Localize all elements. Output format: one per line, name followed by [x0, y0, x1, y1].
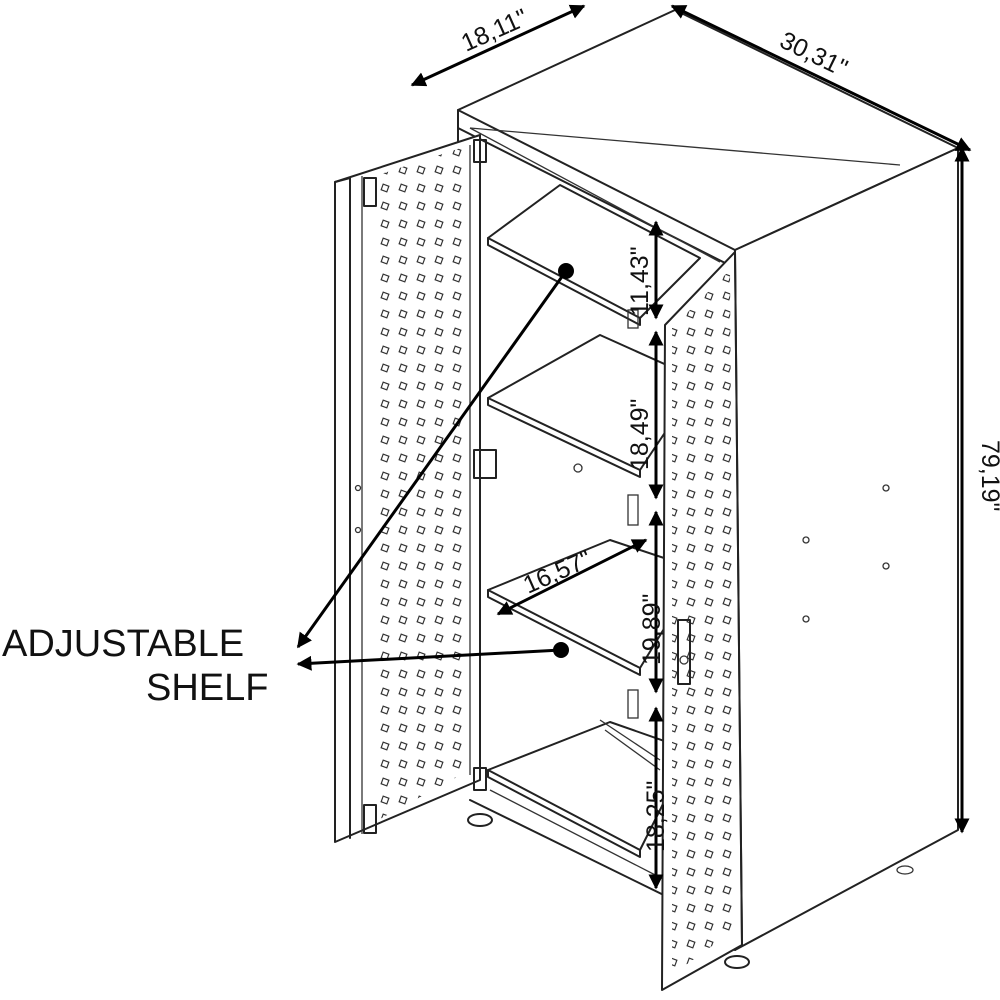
- hinge-icon: [473, 139, 487, 163]
- width-dimension-line: [670, 4, 972, 152]
- leader-lower: [296, 648, 562, 671]
- height-label: 79,19": [976, 440, 1000, 511]
- hinge-icon: [473, 767, 487, 791]
- right-door: [661, 251, 743, 991]
- shelf-depth-dimension-line: [496, 538, 648, 616]
- leader-upper: [296, 270, 568, 649]
- hinge-icon: [363, 804, 377, 834]
- leveling-foot-icon: [724, 955, 750, 969]
- left-door: [334, 134, 497, 843]
- callout-leaders: [296, 263, 574, 671]
- dimension-lines: [410, 4, 972, 890]
- callout: ADJUSTABLE SHELF: [2, 623, 268, 709]
- cabinet-right-side: [734, 147, 959, 951]
- callout-line-1: ADJUSTABLE: [2, 623, 244, 665]
- third-gap-label: 19,89": [638, 594, 666, 665]
- hinge-icon: [473, 449, 497, 479]
- leveling-foot-icon: [467, 813, 493, 827]
- second-gap-label: 18,49": [626, 399, 654, 470]
- depth-label: 18,11": [457, 4, 532, 58]
- callout-line-2: SHELF: [146, 667, 268, 709]
- shelf-1: [487, 184, 701, 319]
- depth-dimension-line: [410, 4, 586, 87]
- bottom-gap-label: 18,25": [642, 781, 670, 852]
- door-handle-icon: [677, 619, 691, 685]
- top-gap-label: 11,43": [626, 246, 654, 316]
- hinge-icon: [363, 177, 377, 207]
